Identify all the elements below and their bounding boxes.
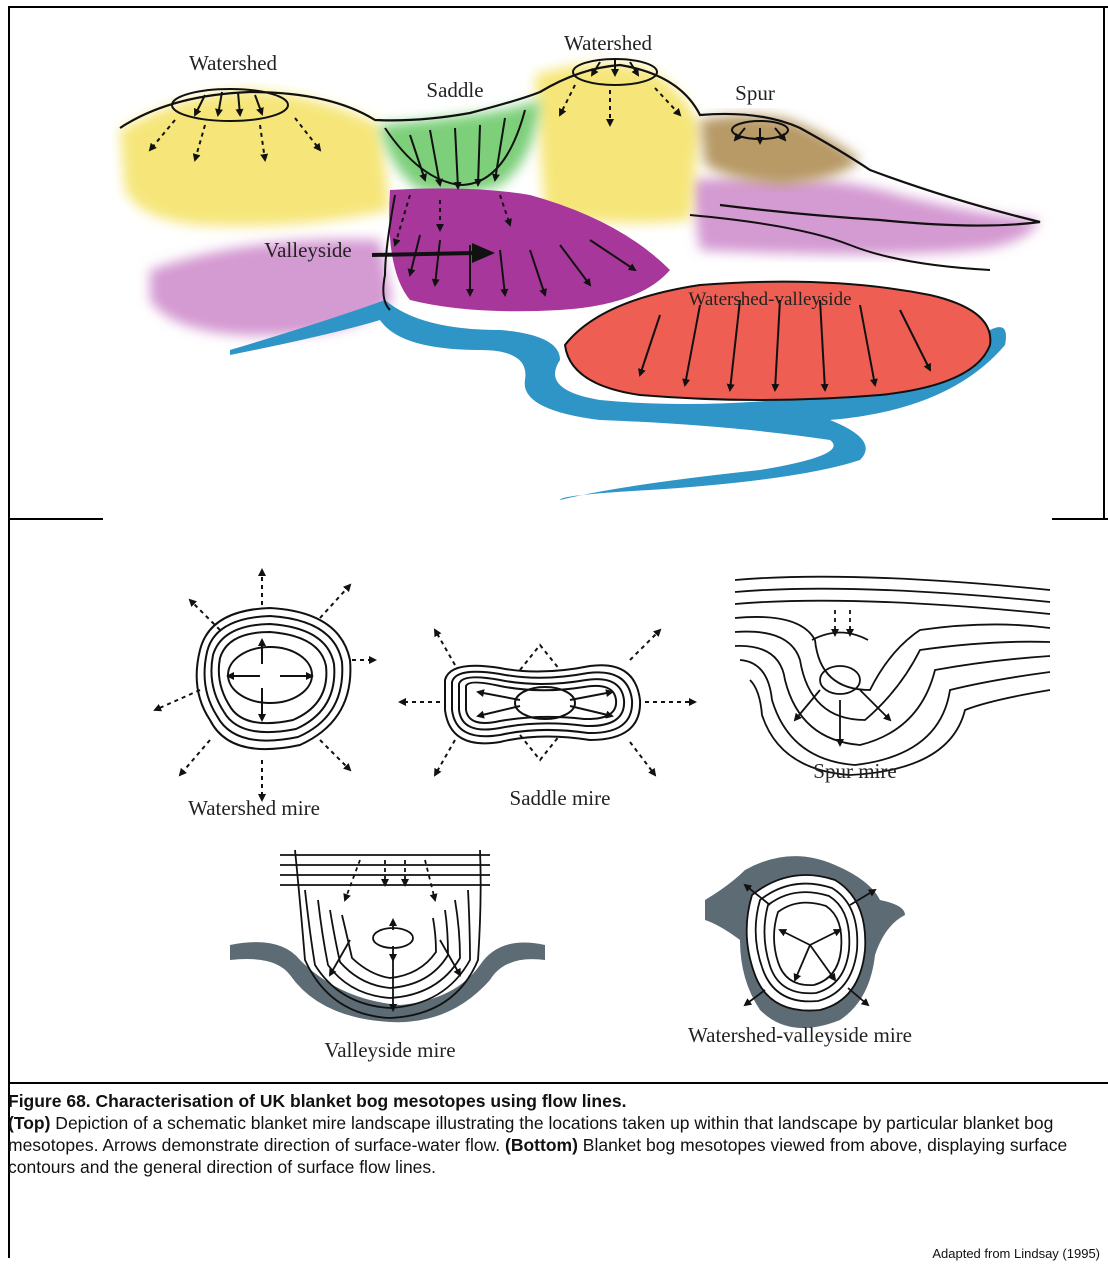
spur-mire-diagram [735, 577, 1050, 775]
spur-slope-area [690, 177, 1040, 254]
caption-body: (Top) Depiction of a schematic blanket m… [8, 1112, 1103, 1178]
watershed-right-area [535, 64, 700, 223]
valleyside-big-arrow [372, 253, 475, 255]
caption-bottom-label: (Bottom) [505, 1135, 578, 1155]
label-valleyside-mire: Valleyside mire [324, 1038, 455, 1062]
blanket-bog-figure: Watershed Watershed Saddle Spur Valleysi… [0, 0, 1108, 1085]
spur-area [700, 115, 860, 185]
watershed-left-area [120, 90, 390, 226]
label-saddle-mire: Saddle mire [510, 786, 611, 810]
figure-caption: Figure 68. Characterisation of UK blanke… [8, 1090, 1103, 1178]
watershed-mire-diagram [155, 570, 375, 800]
label-watershed-valleyside: Watershed-valleyside [688, 289, 851, 310]
label-valleyside: Valleyside [264, 238, 351, 262]
watershed-valleyside-mire-diagram [705, 856, 905, 1028]
label-watershed-mire: Watershed mire [188, 796, 320, 820]
label-watershed-valleyside-mire: Watershed-valleyside mire [688, 1023, 912, 1047]
saddle-mire-diagram [400, 630, 695, 775]
landscape-diagram: Watershed Watershed Saddle Spur Valleysi… [120, 31, 1040, 500]
label-watershed-right: Watershed [564, 31, 653, 55]
label-spur-mire: Spur mire [813, 759, 896, 783]
valleyside-mire-diagram [230, 850, 545, 1022]
label-saddle: Saddle [426, 78, 483, 102]
label-spur: Spur [735, 81, 775, 105]
mire-plans: Watershed mire Saddle mire [155, 570, 1050, 1062]
caption-credit: Adapted from Lindsay (1995) [932, 1246, 1100, 1261]
caption-title: Figure 68. Characterisation of UK blanke… [8, 1090, 1103, 1112]
caption-top-label: (Top) [8, 1113, 50, 1133]
label-watershed-left: Watershed [189, 51, 278, 75]
